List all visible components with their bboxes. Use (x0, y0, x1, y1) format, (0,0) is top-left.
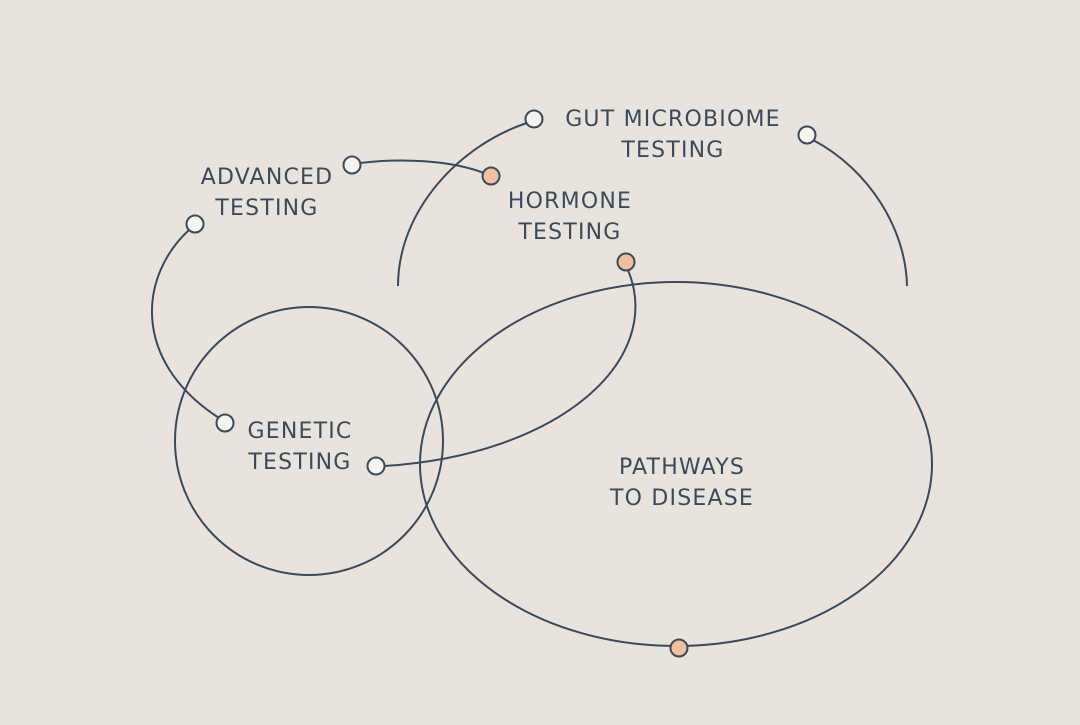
genetic-line1: GENETIC (247, 419, 353, 444)
gut-right-node (797, 125, 817, 145)
pathways-line2: TO DISEASE (610, 486, 754, 511)
hormone-genetic-loop (383, 269, 637, 467)
hormone-line2: TESTING (518, 220, 622, 245)
genetic-left-node (215, 413, 235, 433)
hormone-bottom-node (616, 252, 636, 272)
gut-line1: GUT MICROBIOME (565, 107, 781, 132)
pathways-bottom-node (669, 638, 689, 658)
advanced-left-node (185, 214, 205, 234)
genetic-testing-label: GENETIC TESTING (236, 416, 364, 478)
advanced-hormone-connector (359, 159, 485, 174)
advanced-testing-label: ADVANCED TESTING (190, 162, 344, 224)
advanced-genetic-loop (150, 229, 220, 419)
genetic-right-node (366, 456, 386, 476)
genetic-line2: TESTING (248, 450, 352, 475)
gut-microbiome-label: GUT MICROBIOME TESTING (552, 104, 794, 166)
gut-left-node (524, 109, 544, 129)
pathways-line1: PATHWAYS (618, 455, 746, 480)
hormone-top-node (481, 166, 501, 186)
hormone-testing-label: HORMONE TESTING (494, 186, 646, 248)
hormone-line1: HORMONE (507, 189, 633, 214)
advanced-line2: TESTING (215, 196, 319, 221)
advanced-line1: ADVANCED (200, 165, 334, 190)
gut-arc-left (397, 122, 528, 287)
gut-arc-right (812, 139, 908, 287)
pathways-to-disease-label: PATHWAYS TO DISEASE (596, 452, 768, 514)
genetic-testing-circle (174, 306, 444, 576)
advanced-top-node (342, 155, 362, 175)
gut-line2: TESTING (621, 138, 725, 163)
